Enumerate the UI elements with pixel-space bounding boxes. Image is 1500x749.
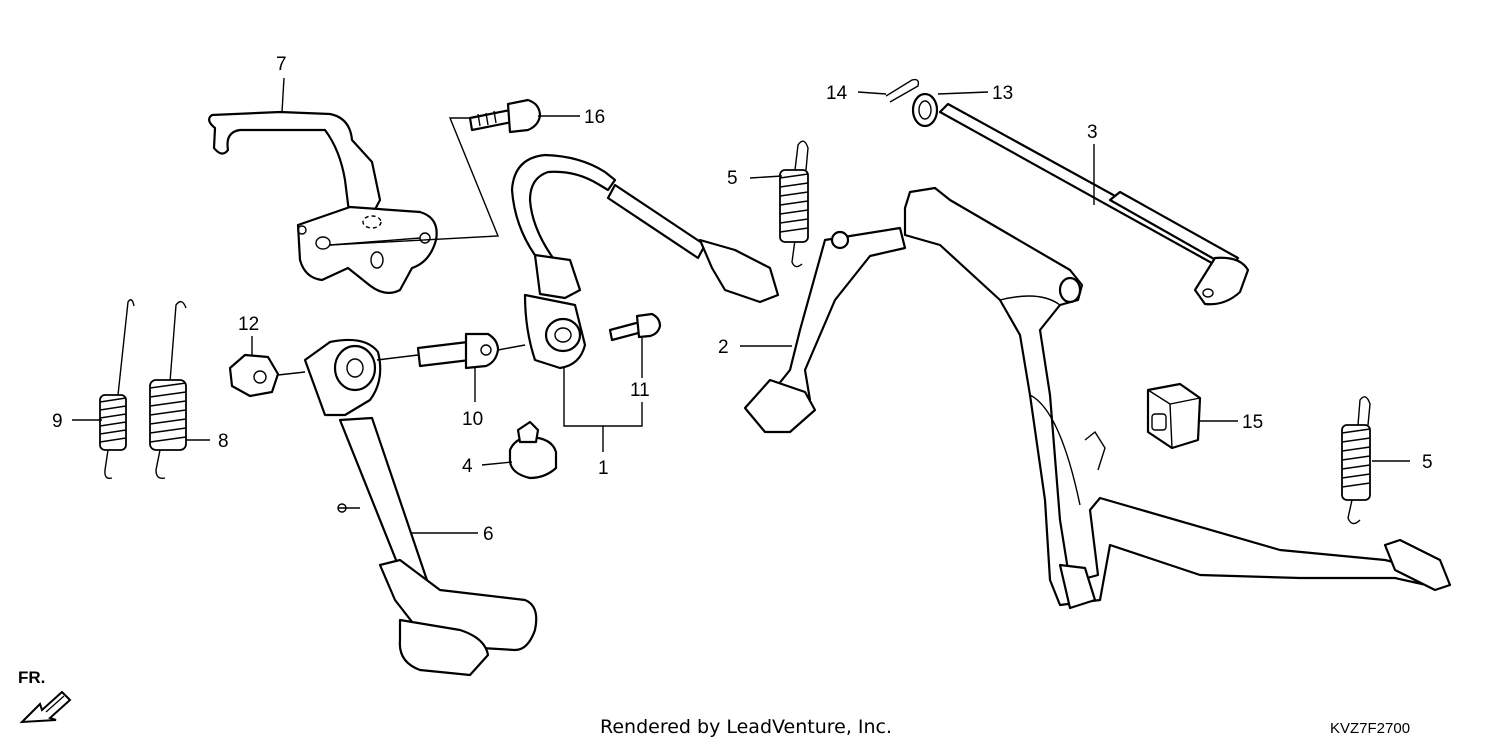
part-6-sidestand[interactable] xyxy=(303,338,538,677)
callout-16: 16 xyxy=(584,107,605,128)
part-13-washer[interactable] xyxy=(911,92,939,128)
callout-8: 8 xyxy=(218,431,229,452)
callout-5-right: 5 xyxy=(1422,452,1433,473)
callout-11: 11 xyxy=(630,380,650,401)
callout-2: 2 xyxy=(718,337,729,358)
callout-3: 3 xyxy=(1087,122,1098,143)
callout-15: 15 xyxy=(1242,412,1263,433)
part-3-shaft[interactable] xyxy=(938,102,1250,306)
rendered-by-footer: Rendered by LeadVenture, Inc. xyxy=(600,716,893,738)
diagram-code: KVZ7F2700 xyxy=(1330,720,1411,737)
part-5-spring-right[interactable] xyxy=(1341,396,1371,525)
callout-12: 12 xyxy=(238,314,259,335)
callout-13: 13 xyxy=(992,83,1013,104)
callout-14: 14 xyxy=(826,83,848,104)
part-11-bolt[interactable] xyxy=(608,312,662,342)
callout-7: 7 xyxy=(276,54,287,75)
callout-1: 1 xyxy=(598,458,609,479)
front-direction-arrow-icon xyxy=(19,690,72,724)
part-8-spring[interactable] xyxy=(149,300,187,480)
leader-lines xyxy=(72,77,1410,534)
part-15-rubber[interactable] xyxy=(1146,382,1202,450)
part-12-nut[interactable] xyxy=(228,353,280,398)
part-5-spring-top[interactable] xyxy=(779,140,809,268)
callout-labels: 7 16 12 10 11 1 4 9 8 6 2 5 5 3 14 13 15 xyxy=(52,54,1433,545)
part-9-spring[interactable] xyxy=(99,299,135,480)
part-4-stopper[interactable] xyxy=(508,420,558,480)
part-16-bolt[interactable] xyxy=(468,98,542,134)
part-10-collar[interactable] xyxy=(416,332,500,370)
part-7-bracket[interactable] xyxy=(208,110,438,295)
part-1-switch[interactable] xyxy=(510,153,780,370)
part-14-cotter-pin[interactable] xyxy=(885,78,920,103)
callout-4: 4 xyxy=(462,456,473,477)
callout-9: 9 xyxy=(52,411,63,432)
callout-6: 6 xyxy=(483,524,494,545)
callout-5-top: 5 xyxy=(727,168,738,189)
front-direction-label: FR. xyxy=(18,668,46,687)
part-2-mainstand[interactable] xyxy=(743,186,1452,610)
callout-10: 10 xyxy=(462,409,483,430)
